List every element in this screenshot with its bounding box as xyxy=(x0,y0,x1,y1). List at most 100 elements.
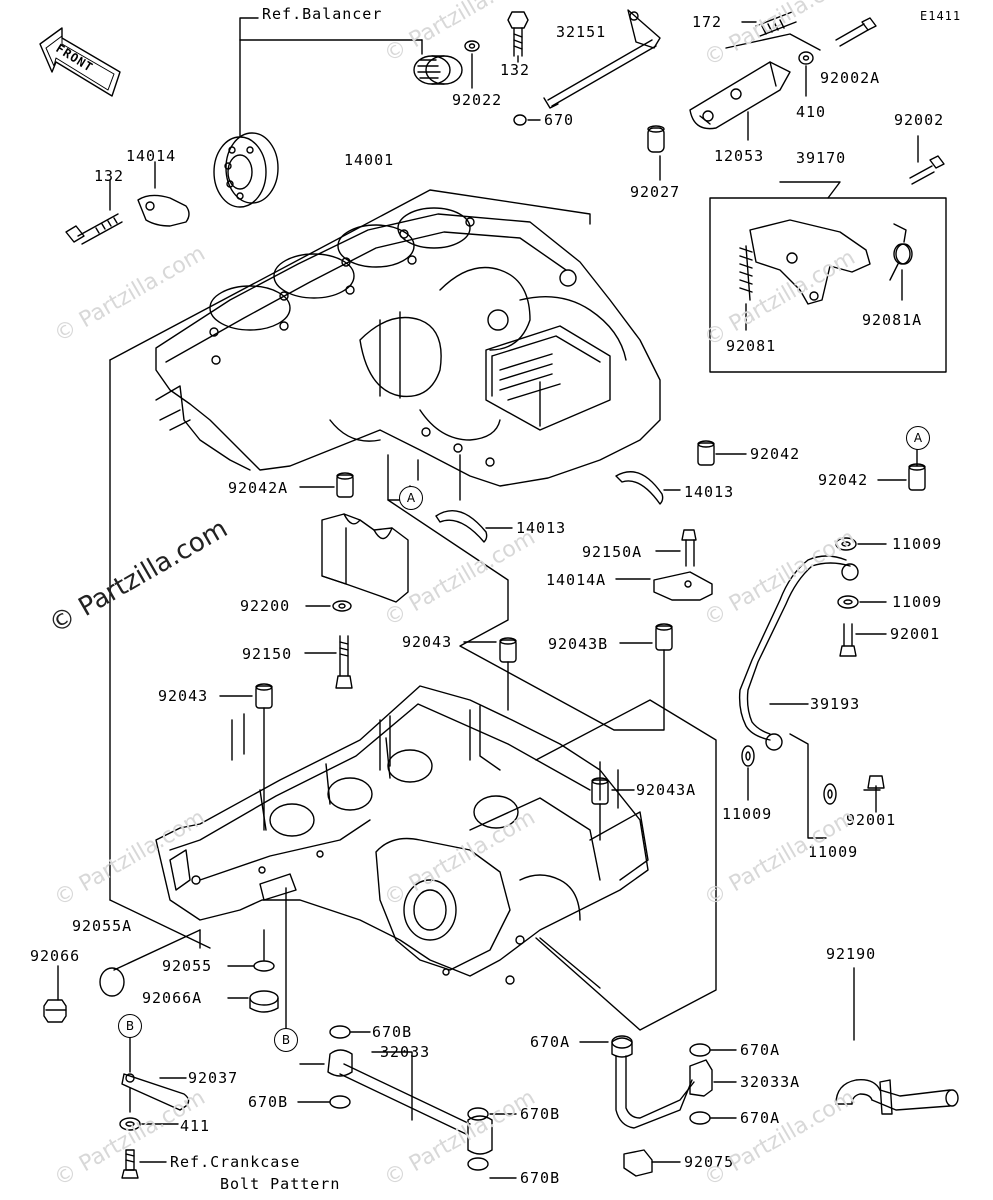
needle-bearing xyxy=(413,55,463,85)
clip-92075 xyxy=(623,1149,653,1177)
plate-14014-shape xyxy=(137,194,190,227)
label-670A-b: 670A xyxy=(740,1041,781,1059)
label-92043A: 92043A xyxy=(636,781,697,799)
oring-670B-c xyxy=(467,1107,489,1121)
ref-crankcase-line2: Bolt Pattern xyxy=(220,1175,341,1193)
label-92042A: 92042A xyxy=(228,479,289,497)
oring-670A-a xyxy=(611,1035,633,1049)
dowel-92043-b xyxy=(255,683,273,709)
oring-670A-b xyxy=(689,1043,711,1057)
label-92022: 92022 xyxy=(452,91,503,109)
label-92043-b: 92043 xyxy=(158,687,209,705)
label-11009-c: 11009 xyxy=(722,805,773,823)
upper-crankcase-shape xyxy=(109,189,661,901)
label-92002: 92002 xyxy=(894,111,945,129)
label-11009-d: 11009 xyxy=(808,843,859,861)
label-12053: 12053 xyxy=(714,147,765,165)
bolt-132-top xyxy=(507,11,529,57)
label-92150: 92150 xyxy=(242,645,293,663)
dowel-92043B xyxy=(655,623,673,651)
label-39193: 39193 xyxy=(810,695,861,713)
bolt-132-left xyxy=(65,213,123,245)
marker-b-mid: B xyxy=(274,1028,298,1052)
label-670B-a: 670B xyxy=(372,1023,413,1041)
plug-92066 xyxy=(43,999,67,1023)
label-92042-right: 92042 xyxy=(818,471,869,489)
label-92081A: 92081A xyxy=(862,311,923,329)
washer-410 xyxy=(798,51,814,65)
washer-92200 xyxy=(332,600,352,612)
label-411: 411 xyxy=(180,1117,211,1135)
bolt-92001-a xyxy=(839,623,857,657)
label-11009-a: 11009 xyxy=(892,535,943,553)
marker-b-bottom: B xyxy=(118,1014,142,1038)
marker-a-mid: A xyxy=(399,486,423,510)
ball-bearing xyxy=(213,132,279,208)
washer-411 xyxy=(119,1117,141,1131)
label-92042: 92042 xyxy=(750,445,801,463)
label-92066: 92066 xyxy=(30,947,81,965)
oring-92055A xyxy=(99,967,125,997)
marker-a-top: A xyxy=(906,426,930,450)
shaft-32151 xyxy=(543,9,661,109)
label-92001-b: 92001 xyxy=(846,811,897,829)
dowel-92042-right xyxy=(908,463,926,491)
label-32151: 32151 xyxy=(556,23,607,41)
label-14001: 14001 xyxy=(344,151,395,169)
pin-172 xyxy=(755,11,797,37)
lower-crankcase-shape xyxy=(109,685,649,985)
label-92055A: 92055A xyxy=(72,917,133,935)
label-92066A: 92066A xyxy=(142,989,203,1007)
ref-balancer-label: Ref.Balancer xyxy=(262,5,383,23)
label-92043-a: 92043 xyxy=(402,633,453,651)
label-92001-a: 92001 xyxy=(890,625,941,643)
bolt-ref-crankcase xyxy=(121,1149,139,1179)
oring-670B-a xyxy=(329,1025,351,1039)
pipe-32033 xyxy=(327,1049,493,1155)
washer-92022 xyxy=(464,40,480,52)
dowel-92042A xyxy=(336,472,354,498)
guide-12053 xyxy=(689,61,791,130)
washer-11009-c xyxy=(741,745,755,767)
spring-92081 xyxy=(739,245,753,301)
label-670B-c: 670B xyxy=(520,1105,561,1123)
oring-670B-d xyxy=(467,1157,489,1171)
label-670B-b: 670B xyxy=(248,1093,289,1111)
bearing-14013-b xyxy=(435,509,488,543)
spring-92081A xyxy=(889,223,913,281)
sleeve-92027 xyxy=(647,125,665,153)
label-32033: 32033 xyxy=(380,1043,431,1061)
label-92075: 92075 xyxy=(684,1153,735,1171)
label-32033A: 32033A xyxy=(740,1073,801,1091)
washer-11009-a xyxy=(835,537,857,551)
oil-pipe-39193 xyxy=(738,555,859,751)
washer-11009-b xyxy=(837,595,859,609)
diagram-id: E1411 xyxy=(920,9,962,23)
label-670: 670 xyxy=(544,111,575,129)
label-14014: 14014 xyxy=(126,147,177,165)
label-92190: 92190 xyxy=(826,945,877,963)
label-670A-c: 670A xyxy=(740,1109,781,1127)
label-132-top: 132 xyxy=(500,61,531,79)
bearing-14013-a xyxy=(615,471,664,505)
bolt-92150 xyxy=(335,635,353,689)
bolt-92150A xyxy=(681,529,697,567)
bolt-92002A xyxy=(835,17,877,47)
bolt-92002 xyxy=(909,155,945,185)
tensioner-39170 xyxy=(749,219,871,305)
label-14013-b: 14013 xyxy=(516,519,567,537)
label-132-left: 132 xyxy=(94,167,125,185)
label-172: 172 xyxy=(692,13,723,31)
label-14014A: 14014A xyxy=(546,571,607,589)
oring-670B-b xyxy=(329,1095,351,1109)
front-arrow-shape xyxy=(39,27,121,97)
label-92002A: 92002A xyxy=(820,69,881,87)
bolt-92001-b xyxy=(863,775,885,791)
label-670B-d: 670B xyxy=(520,1169,561,1187)
label-92055: 92055 xyxy=(162,957,213,975)
label-92081: 92081 xyxy=(726,337,777,355)
label-92027: 92027 xyxy=(630,183,681,201)
plug-92066A xyxy=(249,990,279,1013)
